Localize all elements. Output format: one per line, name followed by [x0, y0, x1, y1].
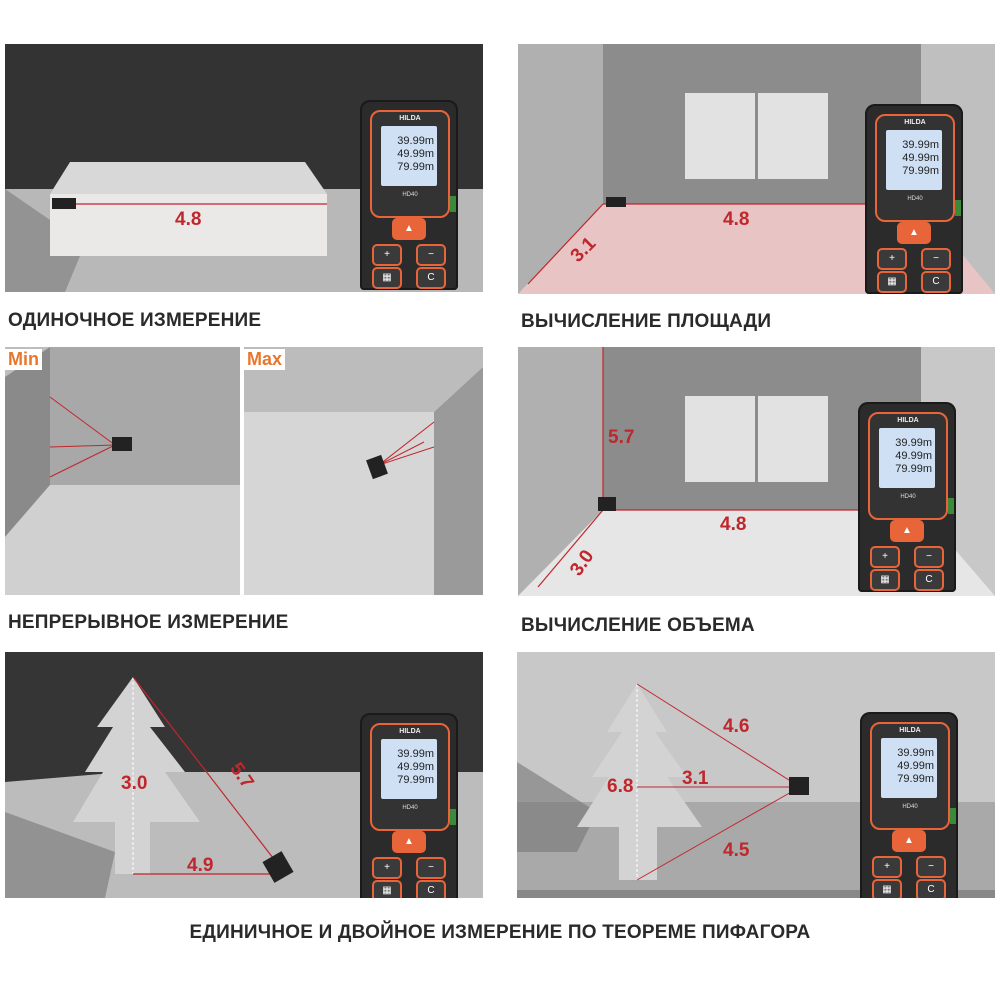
length-label: 4.8: [723, 209, 749, 230]
measure-button: ▲: [392, 218, 426, 240]
measure-button: ▲: [892, 830, 926, 852]
device-brand: HILDA: [897, 417, 919, 424]
subtract-button: −: [914, 546, 944, 568]
bubble-level-icon: [948, 498, 954, 514]
measure-button: ▲: [897, 222, 931, 244]
reading-1: 39.99m: [897, 747, 934, 759]
subtract-button: −: [416, 857, 446, 879]
caption-volume: ВЫЧИСЛЕНИЕ ОБЪЕМА: [521, 615, 755, 636]
bubble-level-icon: [955, 200, 961, 216]
reading-2: 49.99m: [895, 450, 932, 462]
min-scene: [5, 347, 240, 595]
reading-1: 39.99m: [397, 748, 434, 760]
reading-2: 49.99m: [902, 152, 939, 164]
device-brand: HILDA: [899, 727, 921, 734]
add-button: +: [877, 248, 907, 270]
subtract-button: −: [916, 856, 946, 878]
base-label: 4.9: [187, 855, 213, 876]
clear-button: C: [416, 267, 446, 289]
subtract-button: −: [921, 248, 951, 270]
clear-button: C: [916, 879, 946, 898]
caption-continuous: НЕПРЕРЫВНОЕ ИЗМЕРЕНИЕ: [8, 612, 289, 633]
caption-single: ОДИНОЧНОЕ ИЗМЕРЕНИЕ: [8, 310, 262, 331]
device-brand: HILDA: [399, 115, 421, 122]
reading-2: 49.99m: [397, 761, 434, 773]
middle-label: 3.1: [682, 768, 709, 789]
bubble-level-icon: [950, 808, 956, 824]
panel-continuous-min: Min: [5, 347, 240, 595]
device-model: HD40: [900, 494, 916, 500]
mode-button: ▦: [372, 267, 402, 289]
lower-label: 4.5: [723, 840, 750, 861]
clear-button: C: [416, 880, 446, 898]
add-button: +: [372, 857, 402, 879]
device-model: HD40: [402, 805, 418, 811]
device-model: HD40: [907, 196, 923, 202]
reading-1: 39.99m: [895, 437, 932, 449]
clear-button: C: [914, 569, 944, 591]
bubble-level-icon: [450, 196, 456, 212]
mode-button: ▦: [870, 569, 900, 591]
add-button: +: [872, 856, 902, 878]
bubble-level-icon: [450, 809, 456, 825]
measure-label: 4.8: [175, 209, 201, 230]
device-brand: HILDA: [399, 728, 421, 735]
reading-1: 39.99m: [397, 135, 434, 147]
mode-button: ▦: [877, 271, 907, 293]
min-label: Min: [5, 349, 42, 370]
device-model: HD40: [402, 192, 418, 198]
reading-3: 79.99m: [397, 161, 434, 173]
mode-button: ▦: [872, 879, 902, 898]
caption-area: ВЫЧИСЛЕНИЕ ПЛОЩАДИ: [521, 311, 772, 332]
clear-button: C: [921, 271, 951, 293]
device-model: HD40: [902, 804, 918, 810]
reading-2: 49.99m: [397, 148, 434, 160]
reading-3: 79.99m: [902, 165, 939, 177]
reading-3: 79.99m: [895, 463, 932, 475]
measure-button: ▲: [890, 520, 924, 542]
reading-2: 49.99m: [897, 760, 934, 772]
add-button: +: [372, 244, 402, 266]
measure-button: ▲: [392, 831, 426, 853]
add-button: +: [870, 546, 900, 568]
reading-3: 79.99m: [397, 774, 434, 786]
max-scene: [244, 347, 483, 595]
reading-3: 79.99m: [897, 773, 934, 785]
reading-1: 39.99m: [902, 139, 939, 151]
height-label: 5.7: [608, 427, 634, 448]
height-label: 3.0: [121, 773, 147, 794]
caption-pythagoras: ЕДИНИЧНОЕ И ДВОЙНОЕ ИЗМЕРЕНИЕ ПО ТЕОРЕМЕ…: [189, 922, 811, 943]
max-label: Max: [244, 349, 286, 370]
subtract-button: −: [416, 244, 446, 266]
device-brand: HILDA: [904, 119, 926, 126]
length-label: 4.8: [720, 514, 746, 535]
mode-button: ▦: [372, 880, 402, 898]
upper-label: 4.6: [723, 716, 749, 737]
panel-continuous-max: Max: [244, 347, 483, 595]
total-label: 6.8: [607, 776, 633, 797]
